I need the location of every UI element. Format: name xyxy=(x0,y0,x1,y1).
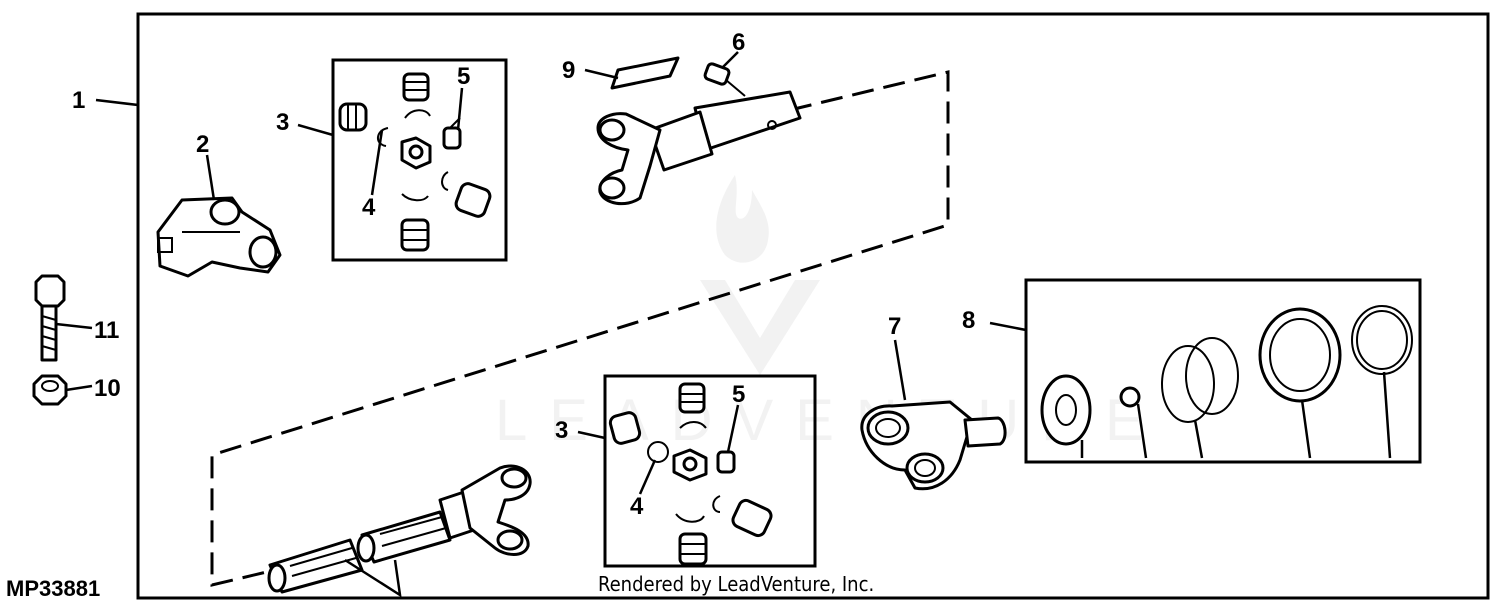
callout-9: 9 xyxy=(562,57,575,84)
callout-4-lower: 4 xyxy=(630,493,644,520)
callout-5-upper: 5 xyxy=(457,63,470,90)
kit-box-8 xyxy=(1024,278,1422,464)
grease-fitting-part-6 xyxy=(703,62,746,97)
callouts: 1 2 3 4 5 9 6 3 4 5 7 8 11 10 xyxy=(72,29,975,520)
watermark-logo: LEADVENTURE xyxy=(495,175,1166,453)
seal-kit-part-8 xyxy=(1040,305,1413,459)
callout-8: 8 xyxy=(962,307,975,334)
cross-kit-lower xyxy=(608,382,773,566)
callout-1: 1 xyxy=(72,87,85,114)
callout-11: 11 xyxy=(94,317,119,344)
leader-lines xyxy=(55,51,1027,495)
assembly-frame xyxy=(136,12,1490,600)
nut-part-10 xyxy=(32,374,68,406)
coupling-part-7 xyxy=(860,400,1007,491)
figure-id: MP33881 xyxy=(6,576,100,601)
bolt-part-11 xyxy=(34,274,66,362)
shaft-upper xyxy=(596,90,802,206)
callout-4-upper: 4 xyxy=(362,194,376,221)
callout-10: 10 xyxy=(94,375,121,402)
credit-text: Rendered by LeadVenture, Inc. xyxy=(598,572,874,596)
callout-3-upper: 3 xyxy=(276,109,289,136)
callout-5-lower: 5 xyxy=(732,381,745,408)
yoke-part-2 xyxy=(156,196,282,278)
shaft-centerline xyxy=(210,70,950,587)
shaft-lower xyxy=(267,464,532,598)
kit-box-3-lower xyxy=(603,374,817,568)
kit-box-3-upper xyxy=(331,58,508,262)
callout-7: 7 xyxy=(888,313,901,340)
callout-3-lower: 3 xyxy=(555,417,568,444)
label-part-9 xyxy=(610,56,680,90)
callout-2: 2 xyxy=(196,131,209,158)
callout-6: 6 xyxy=(732,29,745,56)
watermark-text: LEADVENTURE xyxy=(495,388,1166,453)
cross-kit-upper xyxy=(338,72,492,252)
